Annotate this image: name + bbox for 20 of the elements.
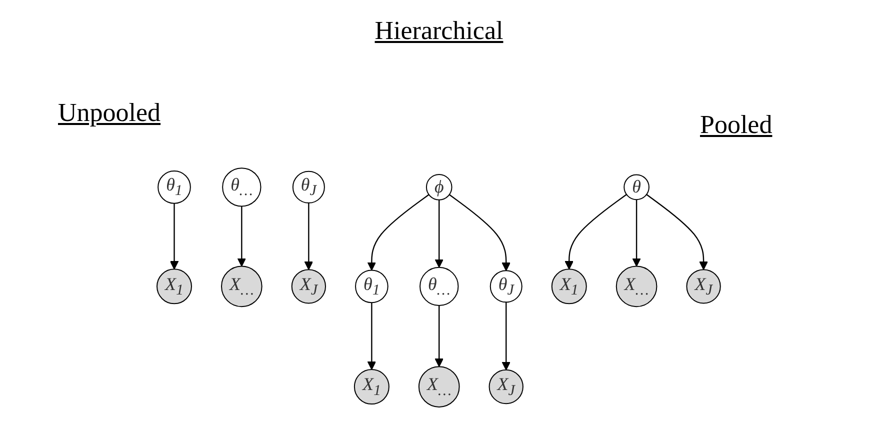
panel-heading: Pooled [700, 110, 772, 140]
variable-circle: X$_{…}$ [418, 366, 460, 408]
variable-circle: X$_{…}$ [221, 266, 263, 308]
variable-circle: X$_{J}$ [686, 269, 722, 304]
variable-circle: θ$_{J}$ [490, 270, 523, 303]
panel-heading: Unpooled [58, 98, 161, 128]
variable-circle: θ$_{…}$ [420, 266, 459, 306]
variable-circle: X$_{J}$ [489, 369, 524, 404]
variable-circle: θ$_{…}$ [222, 168, 262, 207]
variable-circle: X$_{1}$ [156, 268, 192, 304]
variable-circle: θ$_{1}$ [158, 170, 192, 204]
variable-circle: θ$_{1}$ [355, 270, 389, 304]
variable-circle: θ [624, 174, 650, 200]
variable-circle: X$_{…}$ [616, 266, 658, 308]
variable-circle: X$_{J}$ [292, 269, 326, 304]
panel-heading: Hierarchical [374, 16, 504, 46]
variable-circle: X$_{1}$ [552, 268, 588, 304]
variable-circle: ϕ [426, 174, 453, 200]
variable-circle: θ$_{J}$ [292, 170, 326, 204]
variable-circle: X$_{1}$ [354, 369, 390, 405]
